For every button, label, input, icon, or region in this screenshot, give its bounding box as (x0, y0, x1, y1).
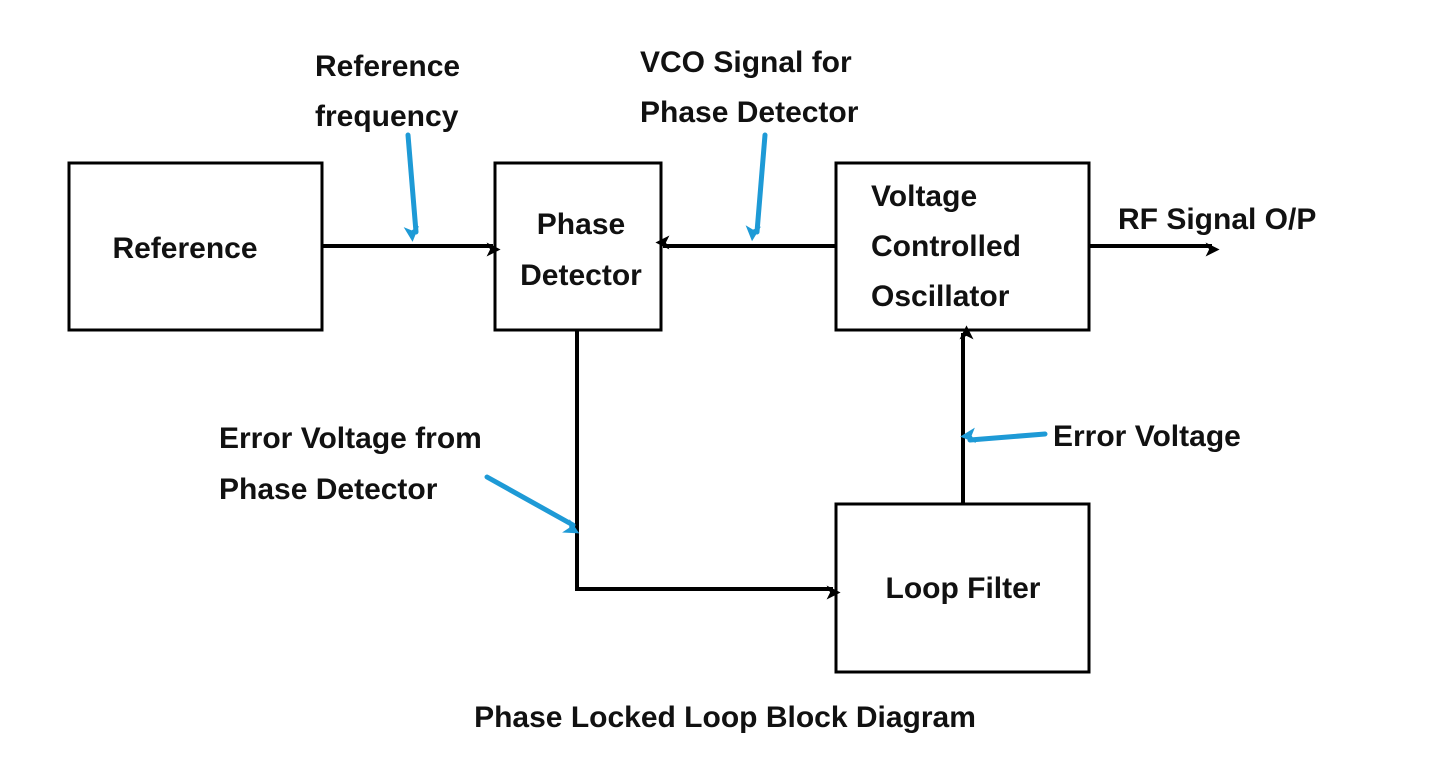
error-voltage-pd-annotation: Error Voltage from Phase Detector (219, 422, 482, 506)
phase-detector-label-line1: Phase (537, 208, 625, 241)
pd-to-loop-filter-arrow (575, 330, 841, 600)
phase-detector-block: Phase Detector (493, 161, 663, 332)
loop-filter-block: Loop Filter (834, 502, 1091, 674)
reference-block-label: Reference (112, 232, 257, 265)
diagram-title: Phase Locked Loop Block Diagram (474, 701, 976, 734)
phase-detector-label-line2: Detector (520, 259, 642, 292)
vco-block: Voltage Controlled Oscillator (834, 161, 1091, 332)
error-voltage-pd-line2: Phase Detector (219, 473, 438, 506)
error-voltage-pd-callout-arrow (484, 474, 580, 534)
reference-frequency-annotation: Reference frequency (315, 50, 460, 133)
error-voltage-label: Error Voltage (1053, 420, 1241, 453)
vco-label-line1: Voltage (871, 180, 977, 213)
vco-label-line3: Oscillator (871, 280, 1010, 313)
reference-block: Reference (67, 161, 324, 332)
vco-signal-annotation: VCO Signal for Phase Detector (640, 46, 859, 129)
reference-frequency-line2: frequency (315, 100, 459, 133)
rf-output-label: RF Signal O/P (1118, 203, 1316, 236)
vco-signal-line1: VCO Signal for (640, 46, 852, 79)
loop-filter-label: Loop Filter (886, 572, 1041, 605)
vco-label-line2: Controlled (871, 230, 1021, 263)
reference-frequency-callout-arrow (403, 132, 420, 242)
vco-signal-line2: Phase Detector (640, 96, 859, 129)
vco-signal-callout-arrow (745, 132, 768, 242)
reference-frequency-line1: Reference (315, 50, 460, 83)
error-voltage-callout-arrow (960, 427, 1048, 444)
error-voltage-pd-line1: Error Voltage from (219, 422, 482, 455)
